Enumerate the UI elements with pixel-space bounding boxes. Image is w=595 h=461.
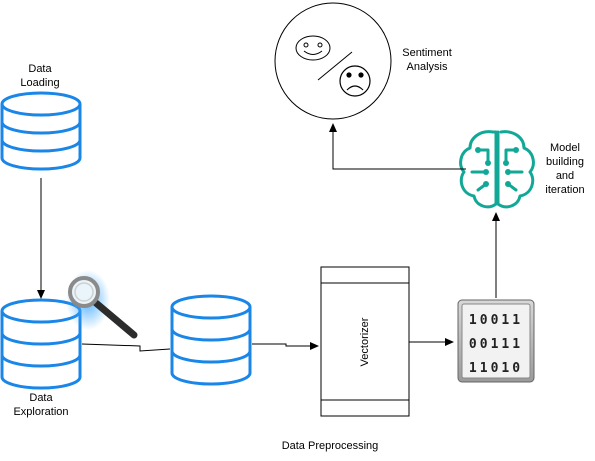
binary-row: 11010 xyxy=(469,361,523,376)
sentiment-circle xyxy=(274,2,392,120)
data-exploration-label: Data Exploration xyxy=(13,392,69,418)
smiley-face-icon xyxy=(295,35,331,61)
database-processed-icon xyxy=(170,294,252,386)
vectorizer-label: Vectorizer xyxy=(359,317,371,366)
data-loading-label: Data Loading xyxy=(20,63,60,89)
line-exploration-to-db3 xyxy=(81,343,171,352)
binary-code-icon: 10011 00111 11010 xyxy=(457,299,535,383)
sentiment-analysis-label: Sentiment Analysis xyxy=(402,47,452,73)
arrow-model-to-sentiment xyxy=(329,123,466,170)
brain-circuit-icon xyxy=(459,130,535,209)
database-exploration-icon xyxy=(0,298,82,390)
vectorizer-box xyxy=(320,266,410,417)
binary-row: 00111 xyxy=(469,337,523,352)
connectors xyxy=(37,123,500,352)
database-loading-icon xyxy=(0,91,82,171)
model-building-label: Model building and iteration xyxy=(545,142,585,196)
sad-face-icon xyxy=(339,65,371,97)
magnifier-icon xyxy=(66,270,138,339)
arrow-db3-to-vectorizer xyxy=(252,342,319,350)
data-preprocessing-label: Data Preprocessing xyxy=(281,440,379,452)
binary-row: 10011 xyxy=(469,313,523,328)
